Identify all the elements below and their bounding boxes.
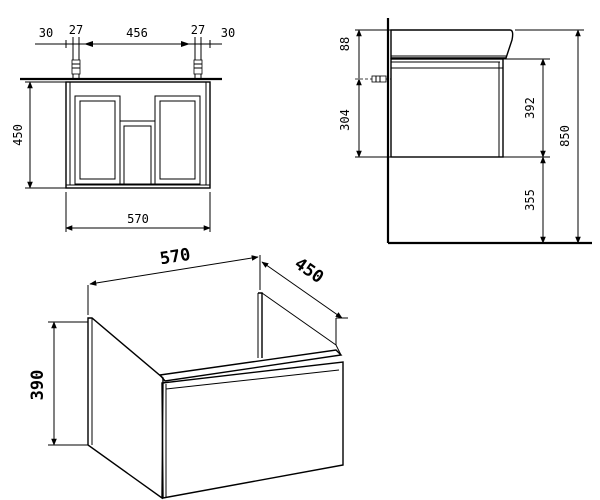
- iso-width-dimension: [87, 255, 261, 315]
- iso-back-panel: [258, 292, 263, 358]
- front-width-dimension: [65, 192, 211, 232]
- side-left-dimensions: [355, 29, 391, 158]
- side-cabinet: [390, 58, 504, 158]
- iso-view: 570 450 390: [28, 245, 348, 500]
- iso-label-height-390: 390: [28, 370, 48, 401]
- dim-label-88: 88: [338, 37, 352, 51]
- front-view: 30 27 456 27 30 450 570: [11, 23, 235, 232]
- dim-label-304: 304: [338, 109, 352, 131]
- dim-label-456: 456: [126, 26, 148, 40]
- dim-label-30-right: 30: [221, 26, 235, 40]
- dim-label-850: 850: [558, 125, 572, 147]
- iso-left-panel: [87, 317, 164, 500]
- dim-label-30-left: 30: [39, 26, 53, 40]
- basin-outline: [390, 29, 514, 59]
- front-height-dimension: [25, 81, 66, 189]
- side-view: 88 304 392 355 850: [338, 18, 592, 245]
- front-cabinet: [65, 81, 211, 189]
- dim-label-width-570: 570: [127, 212, 149, 226]
- pipe-stub: [355, 75, 391, 83]
- iso-label-width-570: 570: [158, 245, 191, 270]
- iso-depth-dimension: [261, 261, 348, 345]
- side-right-dimensions: [503, 29, 584, 244]
- dim-label-355: 355: [523, 189, 537, 211]
- dim-label-27-right: 27: [191, 23, 205, 37]
- iso-drawer-front: [161, 361, 344, 499]
- iso-height-dimension: [48, 321, 88, 446]
- dim-label-27-left: 27: [69, 23, 83, 37]
- front-top-dimension: [35, 37, 222, 51]
- dim-label-height-450: 450: [11, 124, 25, 146]
- dim-label-392: 392: [523, 97, 537, 119]
- iso-label-depth-450: 450: [291, 254, 328, 288]
